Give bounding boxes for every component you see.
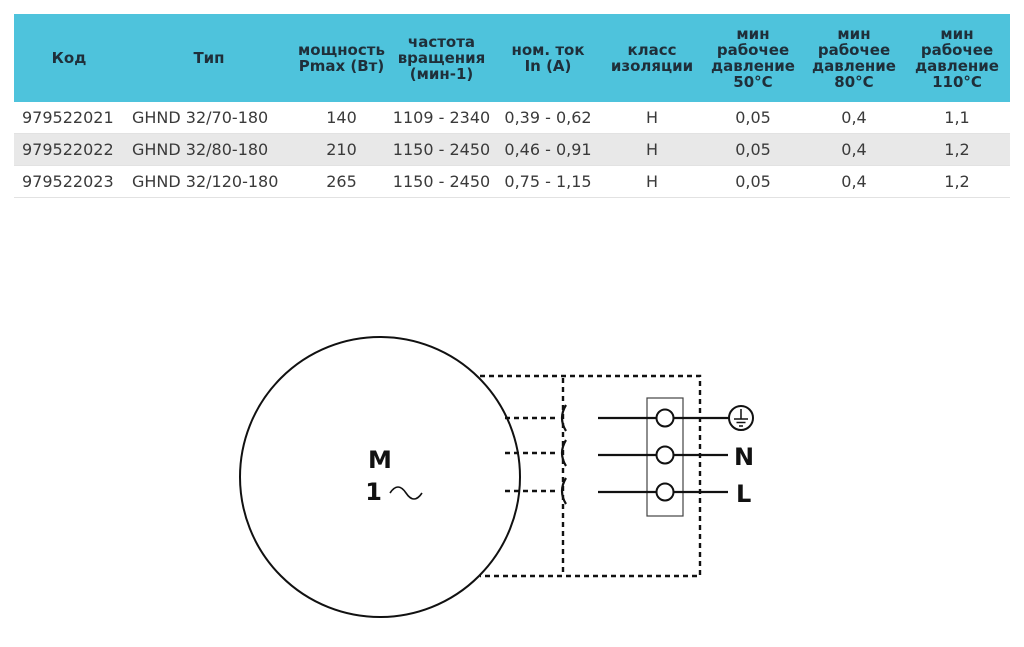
cell-power: 265	[294, 165, 389, 198]
cell-pressure-80: 0,4	[804, 133, 904, 166]
terminal-screw-l	[655, 482, 675, 502]
terminal-box	[480, 374, 702, 578]
spec-table: Код Тип мощность Pmax (Вт) частота враще…	[14, 14, 1010, 198]
terminal-screw-pe	[655, 408, 675, 428]
cell-type: GHND 32/120-180	[124, 165, 294, 198]
cell-code: 979522021	[14, 102, 124, 134]
connector-mark	[560, 477, 567, 505]
cell-current: 0,46 - 0,91	[494, 133, 602, 166]
ground-icon	[728, 405, 754, 431]
terminal-label-l: L	[736, 480, 751, 508]
connector-mark	[560, 439, 567, 467]
cell-speed: 1150 - 2450	[389, 133, 494, 166]
cell-pressure-110: 1,2	[904, 165, 1010, 198]
cell-current: 0,75 - 1,15	[494, 165, 602, 198]
terminal-box-outline	[480, 374, 702, 578]
cell-code: 979522022	[14, 133, 124, 166]
header-pressure-80: мин рабочее давление 80°C	[804, 14, 904, 102]
cell-pressure-80: 0,4	[804, 165, 904, 198]
table-row: 979522022 GHND 32/80-180 210 1150 - 2450…	[14, 133, 1010, 166]
terminal-block	[646, 397, 684, 517]
cell-power: 210	[294, 133, 389, 166]
cell-current: 0,39 - 0,62	[494, 102, 602, 134]
connector-marks	[560, 404, 567, 505]
cell-code: 979522023	[14, 165, 124, 198]
connector-mark	[560, 404, 567, 432]
cell-insulation: H	[602, 165, 702, 198]
table-row: 979522023 GHND 32/120-180 265 1150 - 245…	[14, 165, 1010, 198]
table-header-row: Код Тип мощность Pmax (Вт) частота враще…	[14, 14, 1010, 102]
header-insulation: класс изоляции	[602, 14, 702, 102]
motor-label: M	[368, 446, 392, 474]
cell-type: GHND 32/70-180	[124, 102, 294, 134]
header-pressure-50: мин рабочее давление 50°C	[702, 14, 804, 102]
wires	[598, 416, 729, 494]
header-pressure-110: мин рабочее давление 110°C	[904, 14, 1010, 102]
cell-insulation: H	[602, 133, 702, 166]
ac-tilde-icon	[389, 486, 423, 500]
cell-speed: 1109 - 2340	[389, 102, 494, 134]
terminal-screw-n	[655, 445, 675, 465]
cell-pressure-110: 1,2	[904, 133, 1010, 166]
cell-insulation: H	[602, 102, 702, 134]
cell-power: 140	[294, 102, 389, 134]
motor-circle	[239, 336, 521, 618]
cell-pressure-110: 1,1	[904, 102, 1010, 134]
table-row: 979522021 GHND 32/70-180 140 1109 - 2340…	[14, 102, 1010, 134]
header-code: Код	[14, 14, 124, 102]
header-type: Тип	[124, 14, 294, 102]
cell-speed: 1150 - 2450	[389, 165, 494, 198]
header-current: ном. ток In (A)	[494, 14, 602, 102]
cell-pressure-50: 0,05	[702, 102, 804, 134]
cell-pressure-50: 0,05	[702, 133, 804, 166]
motor-phase: 1	[365, 478, 382, 506]
cell-pressure-50: 0,05	[702, 165, 804, 198]
header-speed: частота вращения (мин-1)	[389, 14, 494, 102]
cell-type: GHND 32/80-180	[124, 133, 294, 166]
header-power: мощность Pmax (Вт)	[294, 14, 389, 102]
cell-pressure-80: 0,4	[804, 102, 904, 134]
terminal-label-n: N	[734, 443, 754, 471]
